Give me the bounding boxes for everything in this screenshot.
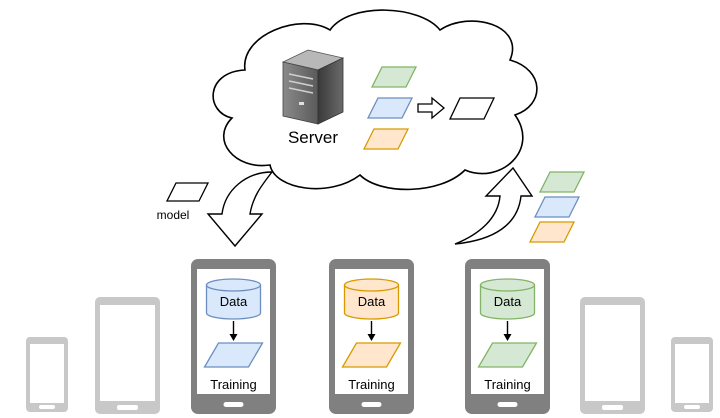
data-label: Data <box>220 294 248 309</box>
phone-background-small-left <box>26 337 68 412</box>
database-icon-blue <box>205 278 262 320</box>
uploaded-model-icon-green <box>538 171 586 193</box>
server-cloud <box>212 9 538 191</box>
global-model-icon <box>448 97 496 120</box>
phone-home-button <box>497 402 518 407</box>
training-label: Training <box>210 377 256 392</box>
model-icon-green <box>370 66 418 88</box>
training-label: Training <box>484 377 530 392</box>
arrow-head <box>503 334 512 341</box>
local-model-icon-blue <box>203 342 264 368</box>
uploaded-model-icon-blue <box>533 196 581 218</box>
aggregation-input-models <box>362 66 418 150</box>
upload-arrow <box>454 166 534 245</box>
database-icon-green <box>479 278 536 320</box>
phone-home-button <box>223 402 244 407</box>
phone-background-small-right <box>671 337 713 412</box>
local-model-icon-green <box>477 342 538 368</box>
uploaded-model-icon-orange <box>528 221 576 243</box>
model-label: model <box>157 208 190 222</box>
server-icon <box>281 49 345 125</box>
training-label: Training <box>348 377 394 392</box>
phone-background-large-left <box>95 297 160 414</box>
arrow-head <box>229 334 238 341</box>
model-icon <box>165 182 210 202</box>
aggregation-arrow <box>417 96 446 120</box>
database-icon-orange <box>343 278 400 320</box>
data-label: Data <box>358 294 386 309</box>
phone-home-button <box>361 402 382 407</box>
uploaded-local-models <box>528 171 586 243</box>
model-icon-orange <box>362 128 410 150</box>
model-icon-blue <box>366 97 414 119</box>
download-arrow <box>206 171 274 248</box>
server-label: Server <box>288 128 338 147</box>
local-model-icon-orange <box>341 342 402 368</box>
phone-background-large-right <box>580 297 645 414</box>
data-label: Data <box>494 294 522 309</box>
arrow-head <box>367 334 376 341</box>
